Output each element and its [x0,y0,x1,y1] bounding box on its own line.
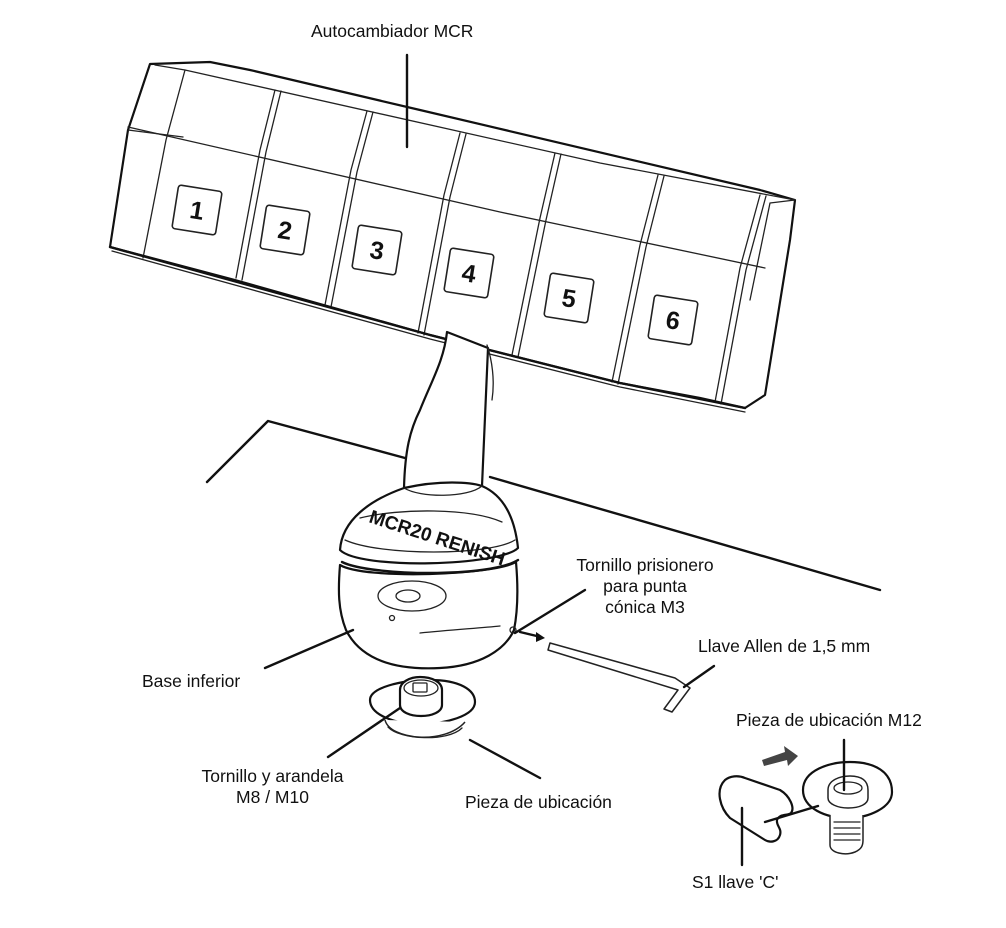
leader-set-screw [513,588,587,635]
rack-position-4: 4 [443,247,495,299]
rack-position-number: 5 [560,284,578,314]
rack-position-number: 2 [276,216,294,246]
label-set-screw-line1: Tornillo prisionero [576,555,714,575]
label-c-spanner: S1 llave 'C' [692,872,779,892]
autochanger-rack [108,60,797,413]
label-locating-piece-m12: Pieza de ubicación M12 [736,710,922,730]
rack-position-number: 4 [460,259,478,289]
label-allen-key: Llave Allen de 1,5 mm [698,636,871,656]
label-base: Base inferior [142,671,241,691]
label-screw-washer-line1: Tornillo y arandela [201,766,344,786]
label-screw-washer: Tornillo y arandela M8 / M10 [180,766,365,808]
c-spanner [718,746,798,843]
rack-position-number: 6 [664,306,682,336]
rack-position-3: 3 [351,224,403,276]
arrow-icon [536,632,545,642]
m12-locating-piece [801,760,894,855]
label-screw-washer-line2: M8 / M10 [236,787,309,807]
rack-position-5: 5 [543,272,595,324]
rack-position-box [171,184,223,236]
leader-lines [263,53,846,867]
rack-position-box [351,224,403,276]
rack-position-2: 2 [259,204,311,256]
label-set-screw: Tornillo prisionero para punta cónica M3 [560,555,730,618]
rack-position-number: 1 [188,196,206,226]
label-autochanger: Autocambiador MCR [311,21,474,41]
lower-base [337,558,520,670]
leader-base [263,628,355,670]
table-surface-outline [205,419,882,592]
rack-position-box [259,204,311,256]
leader-allen-key [682,664,716,689]
locating-piece [368,675,477,739]
stylus-stem [402,330,494,490]
rack-position-box [443,247,495,299]
label-set-screw-line2: para punta [603,576,687,596]
rack-position-1: 1 [171,184,223,236]
rack-position-6: 6 [647,294,699,346]
rack-position-number: 3 [368,236,386,266]
rack-position-box [647,294,699,346]
leader-locating-piece [468,738,542,780]
rack-position-box [543,272,595,324]
rack-position-boxes: 1 2 3 4 5 6 [171,184,699,346]
label-set-screw-line3: cónica M3 [605,597,685,617]
leader-screw-washer [326,706,402,759]
allen-key [518,630,691,713]
label-locating-piece: Pieza de ubicación [465,792,612,812]
mcr20-collar: MCR20 RENISH [338,481,520,570]
leader-spanner-to-piece [763,804,820,824]
motion-arrow-icon [762,746,798,766]
